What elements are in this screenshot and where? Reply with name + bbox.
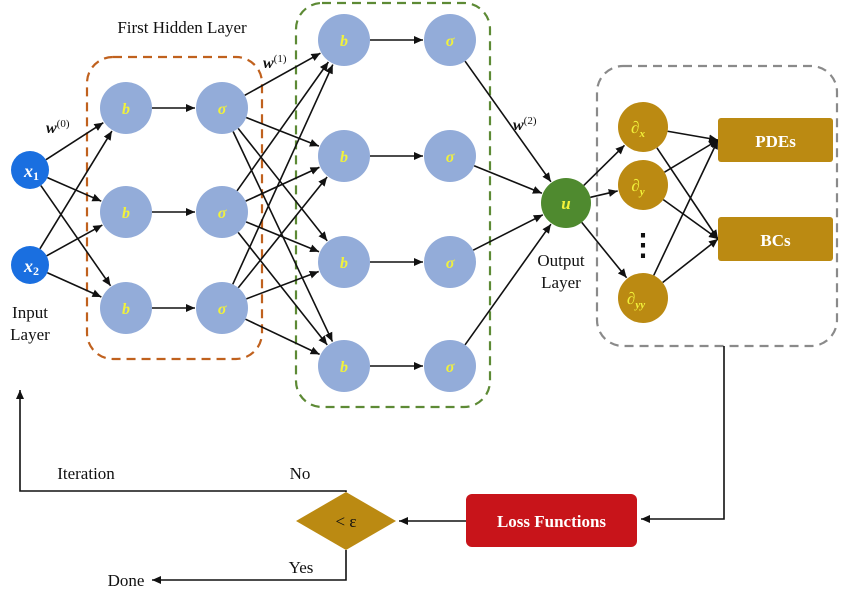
iteration-label: Iteration [57,464,115,483]
derivative-node-dx: ∂x [618,102,668,152]
connection-edge [472,214,544,251]
flow-derivatives-to-loss [641,346,725,523]
svg-text:σ: σ [446,149,455,166]
svg-text:x1: x1 [23,161,39,183]
input-layer-label-line1: Input [12,303,48,322]
connection-edge [47,176,102,202]
connection-edge [473,165,543,194]
done-label: Done [108,571,145,590]
hidden2-activation-node-2: σ [424,130,476,182]
connection-edge [39,130,113,250]
svg-text:σ: σ [446,359,455,376]
derivative-node-dy: ∂y [618,160,668,210]
hidden1-activation-node-2: σ [196,186,248,238]
connection-edge [47,272,102,298]
svg-text:σ: σ [446,255,455,272]
svg-text:< ε: < ε [336,512,357,531]
derivatives-frame [595,64,839,348]
connection-edge [664,139,719,173]
svg-text:Loss Functions: Loss Functions [497,512,606,531]
connection-edge [464,60,552,183]
connection-edge [46,224,103,257]
connection-edge [245,221,320,253]
input-layer-label-line2: Layer [10,325,50,344]
output-layer-label-line2: Layer [541,273,581,292]
flow-iteration-loop [16,390,347,492]
connection-edge [581,221,628,279]
derivative-node-dyy: ∂yy [618,273,668,323]
convergence-check-diamond: < ε [296,492,396,550]
svg-text:b: b [340,359,348,376]
connection-edge [590,189,618,199]
connection-edge [656,147,719,240]
no-label: No [290,464,311,483]
svg-text:b: b [340,255,348,272]
svg-text:PDEs: PDEs [755,132,796,151]
connection-edge [237,231,328,346]
weight-label-w2: w(2) [513,115,537,134]
hidden2-bias-node-1: b [318,14,370,66]
hidden1-activation-node-1: σ [196,82,248,134]
weight-label-w0: w(0) [46,118,70,137]
connection-edge [662,238,719,284]
svg-text:∂y: ∂y [631,176,644,198]
svg-text:b: b [340,149,348,166]
hidden2-activation-node-3: σ [424,236,476,288]
output-layer-label-line1: Output [537,251,585,270]
svg-text:b: b [122,205,130,222]
connection-edge [246,270,320,300]
connection-edge [244,52,321,97]
hidden2-bias-node-3: b [318,236,370,288]
connection-edge [245,318,320,356]
second-hidden-layer-frame [294,1,492,409]
connection-edge [45,121,104,161]
hidden2-bias-node-4: b [318,340,370,392]
svg-text:σ: σ [218,205,227,222]
connection-edge [236,61,330,192]
hidden2-activation-node-4: σ [424,340,476,392]
svg-text:σ: σ [218,301,227,318]
flow-done [152,550,347,584]
connection-edge [245,166,320,202]
hidden1-bias-node-2: b [100,186,152,238]
connection-edge [232,64,334,285]
svg-text:b: b [122,101,130,118]
bcs-box: BCs [718,217,833,261]
connection-edge [583,144,626,187]
first-hidden-layer-frame [85,55,264,361]
svg-text:σ: σ [446,33,455,50]
connection-edge [237,176,328,289]
svg-text:u: u [561,194,570,213]
input-node-x1: x1 [11,151,49,189]
svg-text:∂yy: ∂yy [627,289,645,311]
input-node-x2: x2 [11,246,49,284]
hidden2-bias-node-2: b [318,130,370,182]
svg-text:x2: x2 [23,256,39,278]
svg-text:∂x: ∂x [631,118,645,140]
weight-label-w1: w(1) [263,53,287,72]
connection-edge [245,116,320,147]
connection-edge [652,139,719,276]
svg-text:b: b [340,33,348,50]
hidden1-activation-node-3: σ [196,282,248,334]
derivative-ellipsis: ⋮ [628,229,658,262]
network-connections [39,36,719,370]
svg-text:σ: σ [218,101,227,118]
svg-text:BCs: BCs [760,231,791,250]
connection-edge [662,198,719,240]
loss-functions-box: Loss Functions [466,494,637,547]
output-node-u: u [541,178,591,228]
first-hidden-layer-title: First Hidden Layer [117,18,247,37]
pdes-box: PDEs [718,118,833,162]
yes-label: Yes [289,558,314,577]
svg-text:b: b [122,301,130,318]
hidden1-bias-node-3: b [100,282,152,334]
connection-edge [40,185,112,287]
hidden2-activation-node-1: σ [424,14,476,66]
connection-edge [667,130,719,143]
connection-edge [464,223,552,346]
hidden1-bias-node-1: b [100,82,152,134]
